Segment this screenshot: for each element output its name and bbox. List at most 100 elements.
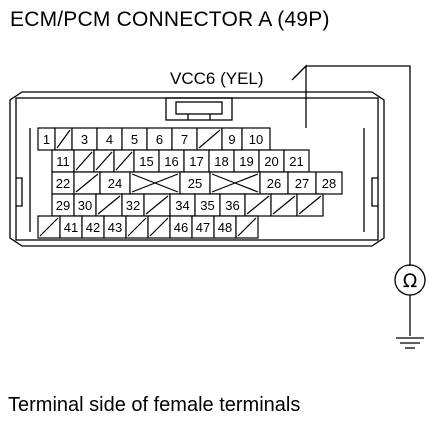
ohm-symbol-icon: Ω xyxy=(403,270,418,292)
terminal-cell: 7 xyxy=(171,127,198,151)
unused-slash-mark xyxy=(127,217,147,237)
terminal-cell: 24 xyxy=(99,171,131,195)
terminal-cell xyxy=(93,149,115,173)
terminal-cell: 5 xyxy=(121,127,148,151)
terminal-cell: 32 xyxy=(121,193,145,217)
terminal-number: 7 xyxy=(181,132,188,147)
terminal-cell: 30 xyxy=(73,193,97,217)
terminal-number: 1 xyxy=(43,132,50,147)
terminal-number: 46 xyxy=(174,220,188,235)
terminal-cell xyxy=(143,193,171,217)
terminal-cell: 15 xyxy=(133,149,160,173)
terminal-number: 25 xyxy=(188,176,202,191)
unused-slash-mark xyxy=(75,151,93,171)
terminal-number: 30 xyxy=(78,198,92,213)
terminal-number: 5 xyxy=(131,132,138,147)
terminal-cell: 11 xyxy=(51,149,75,173)
caption: Terminal side of female terminals xyxy=(8,394,301,416)
terminal-number: 3 xyxy=(81,132,88,147)
terminal-cell xyxy=(73,171,101,195)
unused-slash-mark xyxy=(145,195,169,215)
terminal-cell: 10 xyxy=(241,127,271,151)
terminal-number: 16 xyxy=(164,154,178,169)
terminal-number: 34 xyxy=(175,198,189,213)
terminal-number: 10 xyxy=(249,132,263,147)
terminal-number: 35 xyxy=(200,198,214,213)
terminal-cell: 43 xyxy=(103,215,127,239)
terminal-number: 47 xyxy=(196,220,210,235)
terminal-box xyxy=(315,171,343,195)
unused-slash-mark xyxy=(97,195,121,215)
terminal-number: 43 xyxy=(108,220,122,235)
unused-slash-mark xyxy=(115,151,133,171)
terminal-cell: 18 xyxy=(208,149,235,173)
terminal-cell xyxy=(270,193,298,217)
terminal-cell: 47 xyxy=(191,215,215,239)
terminal-cell: 16 xyxy=(158,149,185,173)
terminal-cell: 34 xyxy=(169,193,196,217)
terminal-cell: 21 xyxy=(283,149,310,173)
terminal-cell xyxy=(244,193,272,217)
probe-lead xyxy=(291,64,411,266)
terminal-cell xyxy=(125,215,149,239)
terminal-cell xyxy=(296,193,324,217)
terminal-cell: 9 xyxy=(221,127,243,151)
terminal-cell xyxy=(147,215,171,239)
terminal-number: 11 xyxy=(56,154,70,169)
ground-icon xyxy=(396,337,424,349)
terminal-number: 32 xyxy=(126,198,140,213)
terminal-number: 41 xyxy=(64,220,78,235)
terminal-cell: 27 xyxy=(287,171,317,195)
terminal-cell: 6 xyxy=(146,127,173,151)
terminal-cell: 20 xyxy=(258,149,285,173)
terminal-cell: 46 xyxy=(169,215,193,239)
unused-slash-mark xyxy=(95,151,113,171)
terminal-number: 6 xyxy=(156,132,163,147)
terminal-cell: 19 xyxy=(233,149,260,173)
unused-slash-mark xyxy=(298,195,322,215)
unused-slash-mark xyxy=(198,129,221,149)
terminal-cell: 26 xyxy=(259,171,289,195)
terminal-cell xyxy=(235,215,259,239)
unused-slash-mark xyxy=(56,129,71,149)
unused-slash-mark xyxy=(246,195,270,215)
terminal-cell xyxy=(129,171,181,195)
terminal-number: 24 xyxy=(108,176,122,191)
terminal-number: 15 xyxy=(139,154,153,169)
terminal-cell: 25 xyxy=(179,171,211,195)
ohmmeter: Ω xyxy=(394,264,426,349)
terminal-number: 27 xyxy=(295,176,309,191)
terminal-cell xyxy=(37,215,61,239)
probe-label: VCC6 (YEL) xyxy=(170,69,264,88)
terminal-number: 19 xyxy=(239,154,253,169)
terminal-cell xyxy=(209,171,261,195)
connector-housing xyxy=(9,91,385,247)
unused-slash-mark xyxy=(272,195,296,215)
terminal-cell: 41 xyxy=(59,215,83,239)
unused-slash-mark xyxy=(149,217,169,237)
terminal-cell: 3 xyxy=(71,127,98,151)
diagram-title: ECM/PCM CONNECTOR A (49P) xyxy=(10,8,330,31)
terminal-number: 48 xyxy=(218,220,232,235)
terminal-cell: 36 xyxy=(219,193,246,217)
wide-cell-mark-bottom xyxy=(131,182,179,193)
terminal-number: 21 xyxy=(289,154,303,169)
wide-cell-mark-bottom xyxy=(211,182,259,193)
terminal-cell: 29 xyxy=(51,193,75,217)
terminal-cell: 4 xyxy=(96,127,123,151)
terminal-cell: 28 xyxy=(315,171,343,195)
unused-slash-mark xyxy=(237,217,257,237)
terminal-number: 42 xyxy=(86,220,100,235)
terminal-number: 20 xyxy=(264,154,278,169)
terminal-cell: 17 xyxy=(183,149,210,173)
terminal-number: 9 xyxy=(228,132,235,147)
terminal-cell: 48 xyxy=(213,215,237,239)
terminal-cell xyxy=(113,149,135,173)
unused-slash-mark xyxy=(75,173,99,193)
terminal-cell xyxy=(196,127,223,151)
unused-slash-mark xyxy=(39,217,59,237)
terminal-number: 18 xyxy=(214,154,228,169)
terminal-cell: 22 xyxy=(51,171,75,195)
terminal-cell: 1 xyxy=(37,127,56,151)
